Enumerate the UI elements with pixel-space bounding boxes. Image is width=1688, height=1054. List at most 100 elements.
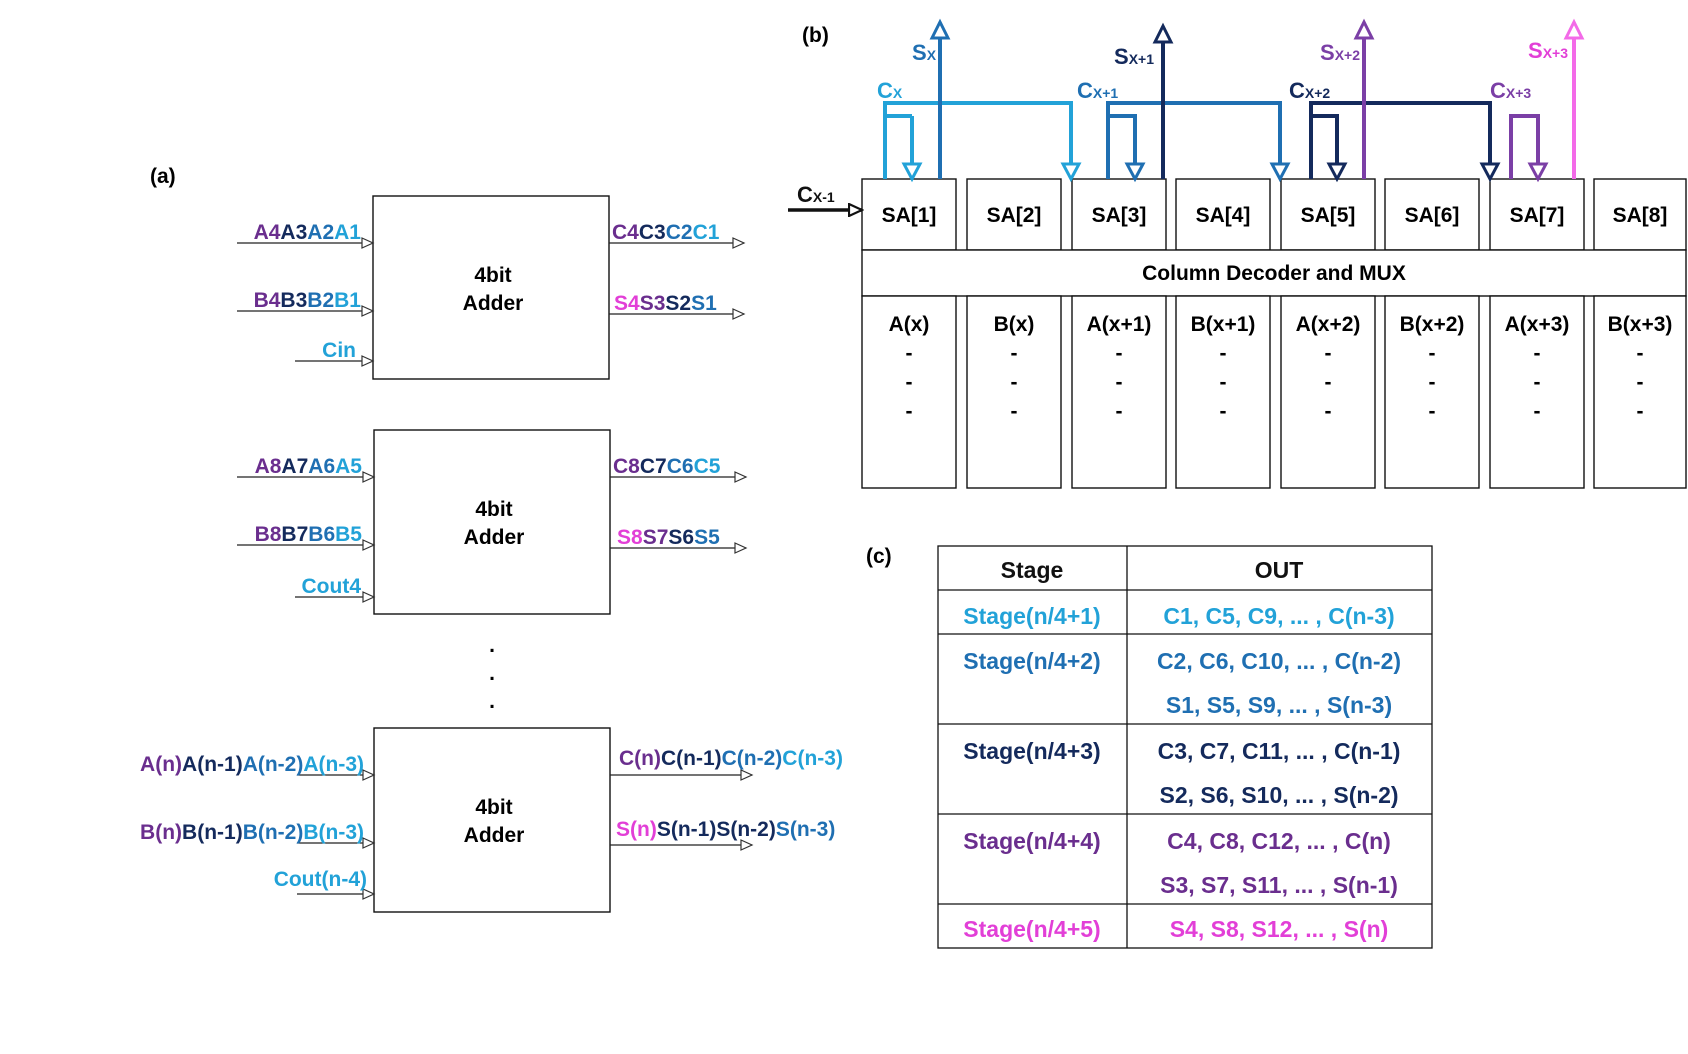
carry-x2-path	[1309, 101, 1492, 179]
col8-dash-3: -	[1637, 400, 1644, 423]
carry-x2-label: CX+2	[1289, 78, 1330, 103]
memory-column-6-label: B(x+2)	[1400, 313, 1465, 336]
adder-2-s-outputs: S8S7S6S5	[617, 526, 720, 549]
stage-cell: Stage(n/4+3)	[963, 738, 1100, 764]
table-border	[937, 545, 1433, 949]
adder-n-title-line1: 4bit	[475, 796, 512, 819]
col1-dash-2: -	[906, 371, 913, 394]
table-row: Stage(n/4+2) C2, C6, C10, ... , C(n-2) S…	[963, 648, 1401, 718]
sum-x-label: SX	[912, 40, 937, 65]
adder-1-box	[372, 195, 610, 380]
carry-in-label: CX-1	[797, 182, 835, 207]
col3-dash-1: -	[1116, 342, 1123, 365]
adder-n-carry-in: Cout(n-4)	[274, 868, 367, 891]
col5-dash-3: -	[1325, 400, 1332, 423]
col6-dash-3: -	[1429, 400, 1436, 423]
panel-c-label: (c)	[866, 545, 892, 568]
sum-x3-arrowhead	[1563, 18, 1585, 40]
sense-amp-3-label: SA[3]	[1092, 204, 1147, 227]
out-cell: C1, C5, C9, ... , C(n-3)	[1163, 603, 1394, 629]
sense-amp-6-label: SA[6]	[1405, 204, 1460, 227]
memory-column-3-label: A(x+1)	[1087, 313, 1152, 336]
sense-amp-3	[1071, 178, 1167, 251]
adder-2-b-inputs: B8B7B6B5	[255, 523, 363, 546]
memory-column-1	[861, 295, 957, 489]
adder-2-c-outputs: C8C7C6C5	[613, 455, 721, 478]
carry-x3-feedback	[1509, 114, 1540, 179]
adder-1-s-outputs: S4S3S2S1	[614, 292, 717, 315]
sum-x3-label: SX+3	[1528, 38, 1568, 63]
table-row: Stage(n/4+5) S4, S8, S12, ... , S(n)	[963, 916, 1388, 942]
sense-amp-2	[966, 178, 1062, 251]
carry-x-arrowhead	[1060, 162, 1082, 183]
sense-amp-8-label: SA[8]	[1613, 204, 1668, 227]
col5-dash-1: -	[1325, 342, 1332, 365]
out-cell: C3, C7, C11, ... , C(n-1)	[1158, 738, 1401, 764]
adder-block-1: 4bit Adder A4A3A2A1 B4B3B2B1 Cin C4C3C2C…	[237, 195, 746, 380]
adder-1-title-line1: 4bit	[474, 264, 511, 287]
adder-n-s-outputs: S(n)S(n-1)S(n-2)S(n-3)	[616, 818, 835, 841]
stage-output-table: Stage OUT Stage(n/4+1) C1, C5, C9, ... ,…	[937, 545, 1433, 949]
memory-column-3	[1071, 295, 1167, 489]
memory-column-2-label: B(x)	[994, 313, 1035, 336]
adder-2-box	[373, 429, 611, 615]
carry-x2-feedback	[1311, 114, 1339, 167]
panel-a-label: (a)	[150, 165, 176, 188]
panel-b: (b) SA[1] SA[2] SA[3] SA[4] SA[5] SA[6] …	[788, 18, 1687, 489]
stage-cell: Stage(n/4+5)	[963, 916, 1100, 942]
col1-dash-3: -	[906, 400, 913, 423]
col4-dash-2: -	[1220, 371, 1227, 394]
adder-block-2: 4bit Adder A8A7A6A5 B8B7B6B5 Cout4 C8C7C…	[237, 429, 748, 615]
panel-b-label: (b)	[802, 24, 829, 47]
ellipsis-dot-3: .	[489, 690, 495, 713]
col1-dash-1: -	[906, 342, 913, 365]
stage-cell: Stage(n/4+4)	[963, 828, 1100, 854]
carry-x1-feedback-arrowhead	[1124, 162, 1146, 183]
stage-cell: Stage(n/4+2)	[963, 648, 1100, 674]
col4-dash-1: -	[1220, 342, 1227, 365]
adder-1-a-inputs: A4A3A2A1	[254, 221, 362, 244]
out-cell: S2, S6, S10, ... , S(n-2)	[1159, 782, 1398, 808]
column-decoder-label: Column Decoder and MUX	[1142, 262, 1406, 285]
memory-column-1-label: A(x)	[889, 313, 930, 336]
out-cell: S1, S5, S9, ... , S(n-3)	[1166, 692, 1392, 718]
adder-n-c-outputs: C(n)C(n-1)C(n-2)C(n-3)	[619, 747, 843, 770]
memory-column-7-label: A(x+3)	[1505, 313, 1570, 336]
adder-1-carry-in: Cin	[322, 339, 356, 362]
sum-x2-arrowhead	[1353, 18, 1375, 40]
carry-x2-feedback-arrowhead	[1326, 162, 1348, 183]
memory-column-4-label: B(x+1)	[1191, 313, 1256, 336]
sum-x-arrowhead	[929, 18, 951, 40]
adder-1-b-inputs: B4B3B2B1	[254, 289, 362, 312]
sum-x2-label: SX+2	[1320, 40, 1360, 65]
adder-block-n: 4bit Adder A(n)A(n-1)A(n-2)A(n-3) B(n)B(…	[140, 727, 843, 913]
column-continuation-dashes: - - - - - - - - - - - - - - - - - - - -	[906, 342, 1644, 423]
adder-2-a-inputs: A8A7A6A5	[255, 455, 363, 478]
adder-n-title-line2: Adder	[464, 824, 525, 847]
memory-column-6	[1384, 295, 1480, 489]
col8-dash-2: -	[1637, 371, 1644, 394]
col3-dash-2: -	[1116, 371, 1123, 394]
col7-dash-1: -	[1534, 342, 1541, 365]
carry-x1-label: CX+1	[1077, 78, 1118, 103]
sense-amp-4-label: SA[4]	[1196, 204, 1251, 227]
stage-cell: Stage(n/4+1)	[963, 603, 1100, 629]
adder-n-b-inputs: B(n)B(n-1)B(n-2)B(n-3)	[140, 821, 364, 844]
sense-amp-row: SA[1] SA[2] SA[3] SA[4] SA[5] SA[6] SA[7…	[861, 178, 1687, 251]
adder-n-a-inputs: A(n)A(n-1)A(n-2)A(n-3)	[140, 753, 364, 776]
col4-dash-3: -	[1220, 400, 1227, 423]
memory-column-8	[1593, 295, 1687, 489]
table-row: Stage(n/4+4) C4, C8, C12, ... , C(n) S3,…	[963, 828, 1398, 898]
sense-amp-5-label: SA[5]	[1301, 204, 1356, 227]
carry-x1-path	[1106, 101, 1282, 179]
adder-2-title-line2: Adder	[464, 526, 525, 549]
memory-column-2	[966, 295, 1062, 489]
sense-amp-1-label: SA[1]	[882, 204, 937, 227]
sum-x1-label: SX+1	[1114, 44, 1154, 69]
sense-amp-8	[1593, 178, 1687, 251]
carry-x-path	[883, 101, 1073, 179]
col8-dash-1: -	[1637, 342, 1644, 365]
out-cell: C2, C6, C10, ... , C(n-2)	[1157, 648, 1401, 674]
col2-dash-2: -	[1011, 371, 1018, 394]
adder-2-title-line1: 4bit	[475, 498, 512, 521]
